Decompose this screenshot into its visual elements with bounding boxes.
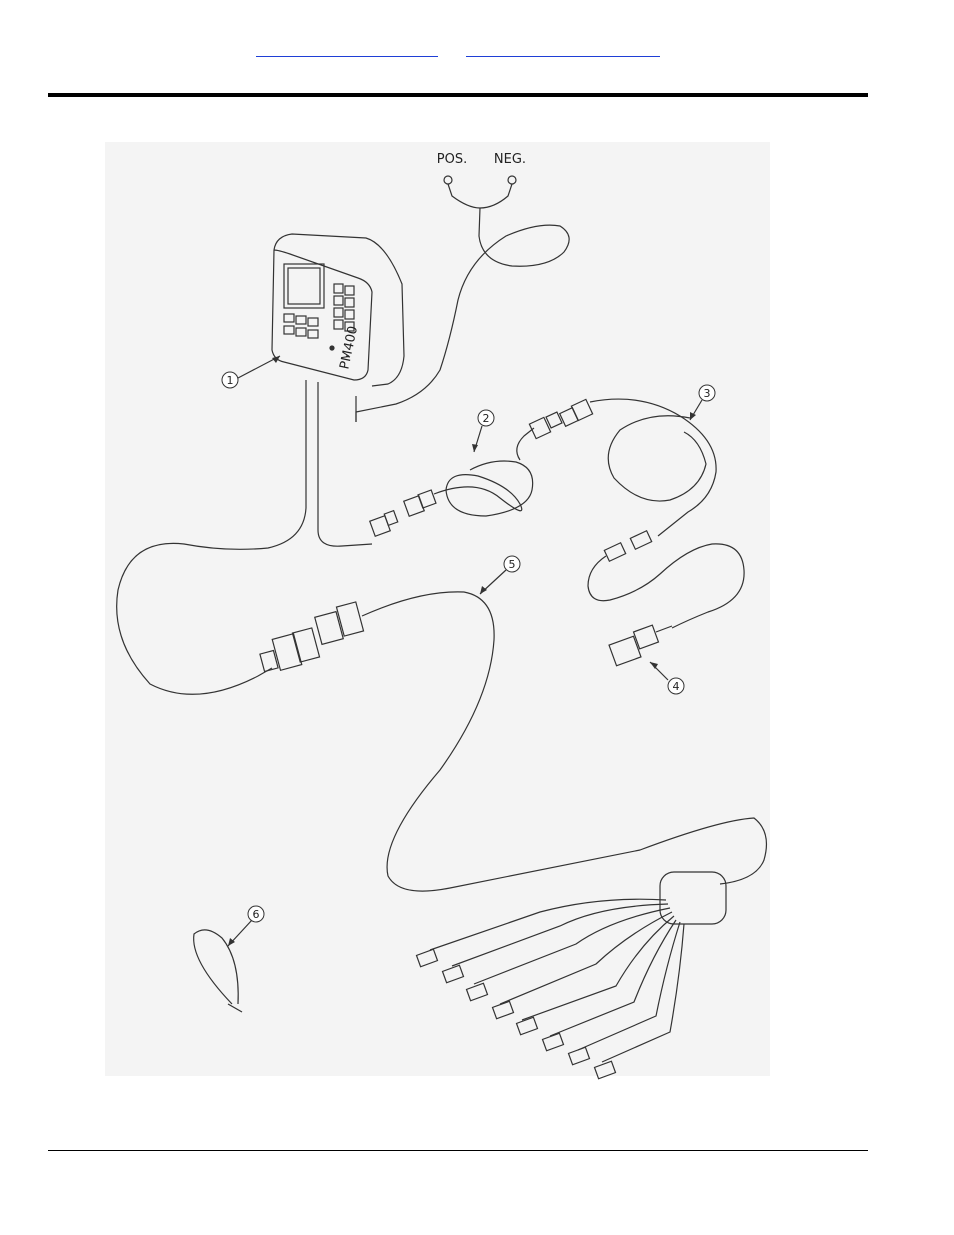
callout-2: 2 bbox=[483, 412, 490, 425]
power-lead bbox=[356, 176, 569, 422]
keypad-right bbox=[334, 284, 354, 331]
keypad-bottom bbox=[284, 314, 318, 338]
callout-5: 5 bbox=[509, 558, 516, 571]
callout-4: 4 bbox=[673, 680, 680, 693]
harness-5 bbox=[260, 592, 767, 1079]
positive-label: POS. bbox=[437, 152, 467, 167]
monitor-label: PM400 bbox=[337, 325, 361, 371]
callout-1: 1 bbox=[227, 374, 234, 387]
callout-3: 3 bbox=[704, 387, 711, 400]
sensor-4 bbox=[609, 625, 672, 666]
cable-tie-6 bbox=[194, 930, 242, 1012]
footer-rule bbox=[48, 1150, 868, 1151]
harness-2 bbox=[370, 412, 562, 536]
callout-6: 6 bbox=[253, 908, 260, 921]
negative-label: NEG. bbox=[494, 152, 526, 167]
harness-3 bbox=[560, 399, 744, 628]
